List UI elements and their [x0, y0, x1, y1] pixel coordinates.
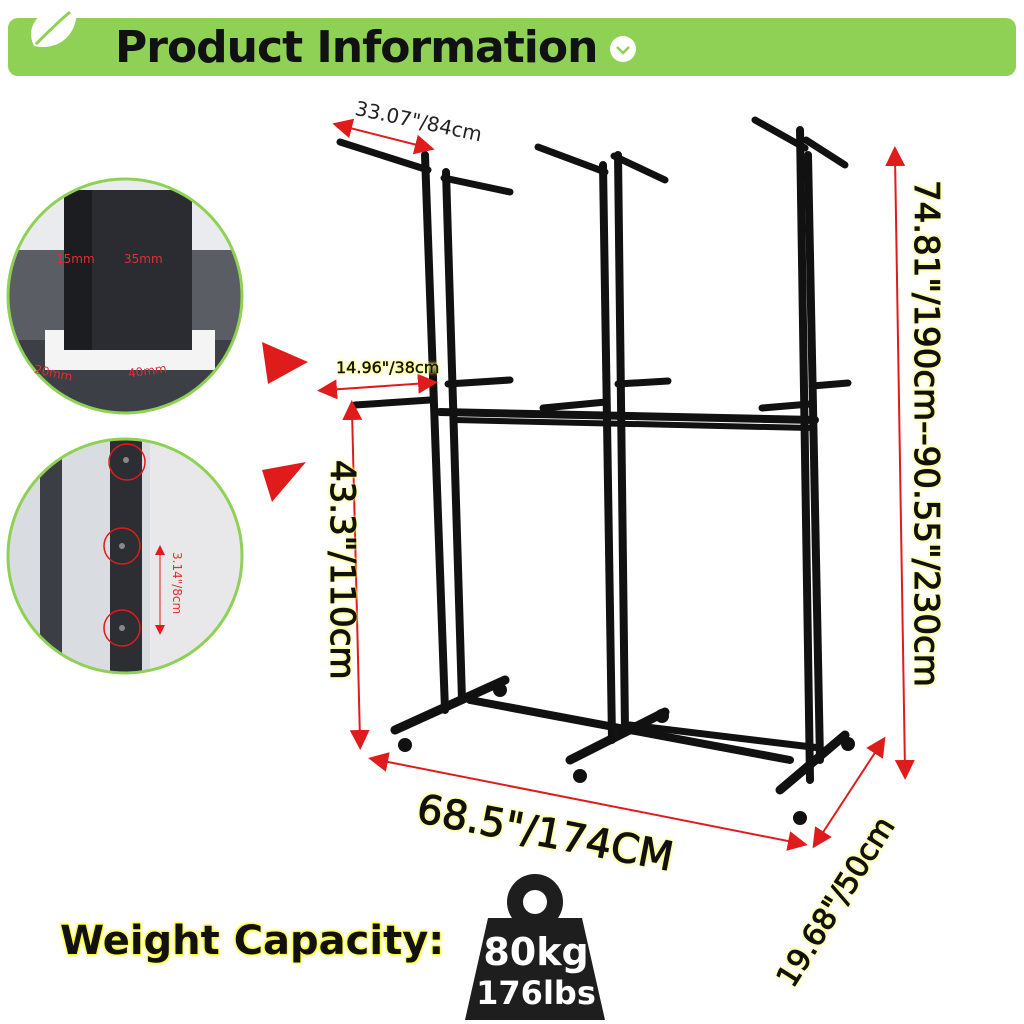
pointer-arrow-icon — [262, 462, 306, 502]
weight-kg: 80kg — [483, 930, 589, 974]
tube-dim-35mm: 35mm — [124, 252, 163, 266]
lower-height-label: 43.3"/110cm — [322, 460, 363, 681]
tube-dim-15mm: 15mm — [56, 252, 95, 266]
hole-marker — [103, 527, 141, 565]
dimension-arrows — [317, 118, 915, 851]
pointer-arrow-icon — [262, 342, 308, 384]
rack-drawing — [336, 116, 852, 795]
check-circle-icon — [610, 36, 636, 62]
weight-lbs: 176lbs — [476, 974, 596, 1012]
weight-capacity-label: Weight Capacity: — [60, 918, 445, 964]
tube-closeup-image — [8, 179, 242, 413]
banner-title: Product Information — [115, 22, 598, 73]
weight-icon — [465, 874, 605, 1020]
leaf-icon — [31, 5, 77, 47]
total-height-label: 74.81"/190cm--90.55"/230cm — [906, 180, 947, 688]
hole-spacing-label: 3.14"/8cm — [170, 552, 184, 615]
hole-marker — [108, 443, 146, 481]
holes-closeup-image — [8, 439, 242, 673]
header-banner — [8, 18, 1016, 76]
arm-length-label: 14.96"/38cm — [336, 358, 440, 377]
hole-marker — [103, 609, 141, 647]
